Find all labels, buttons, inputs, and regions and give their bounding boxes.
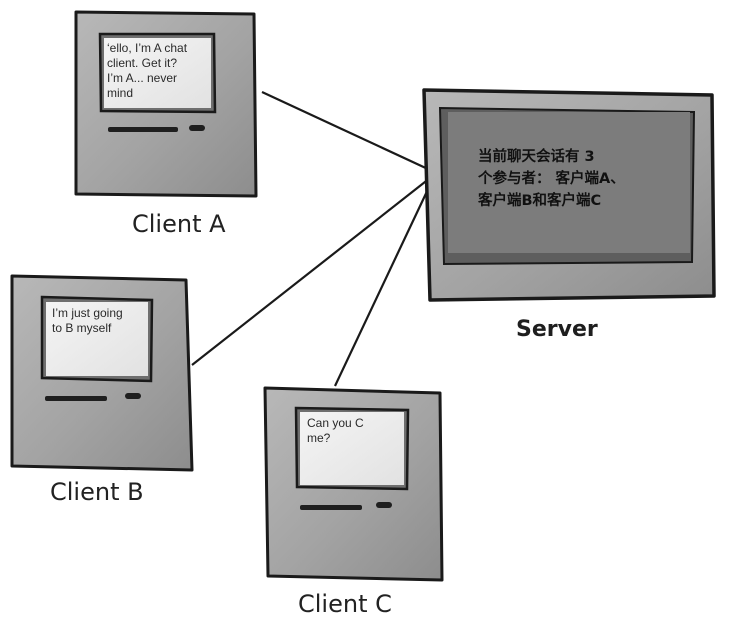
- disk-slot: [108, 127, 178, 132]
- connectors: [191, 91, 431, 387]
- client-a: ‘ello, I’m A chat client. Get it? I’m A.…: [74, 10, 258, 238]
- server: 当前聊天会话有 3 个参与者： 客户端A、 客户端B和客户端C Server: [422, 88, 716, 342]
- disk-slot: [45, 396, 107, 401]
- power-button: [125, 393, 141, 399]
- client-c-message: Can you C me?: [307, 416, 364, 445]
- server-label: Server: [516, 317, 598, 342]
- client-c-label: Client C: [298, 590, 392, 618]
- connector-client-c: [334, 184, 431, 387]
- power-button: [189, 125, 205, 131]
- power-button: [376, 502, 392, 508]
- server-screen: [448, 112, 690, 253]
- screen: [104, 38, 211, 108]
- client-b-label: Client B: [50, 478, 144, 506]
- screen: [46, 302, 148, 376]
- connector-client-b: [191, 177, 431, 366]
- server-message: 当前聊天会话有 3 个参与者： 客户端A、 客户端B和客户端C: [478, 149, 625, 209]
- client-b: I’m just going to B myself Client B: [10, 274, 194, 506]
- screen: [300, 412, 404, 485]
- client-c: Can you C me? Client C: [263, 386, 444, 618]
- connector-client-a: [261, 91, 431, 171]
- client-b-message: I’m just going to B myself: [52, 306, 123, 335]
- client-a-message: ‘ello, I’m A chat client. Get it? I’m A.…: [107, 41, 188, 100]
- disk-slot: [300, 505, 362, 510]
- client-a-label: Client A: [132, 210, 226, 238]
